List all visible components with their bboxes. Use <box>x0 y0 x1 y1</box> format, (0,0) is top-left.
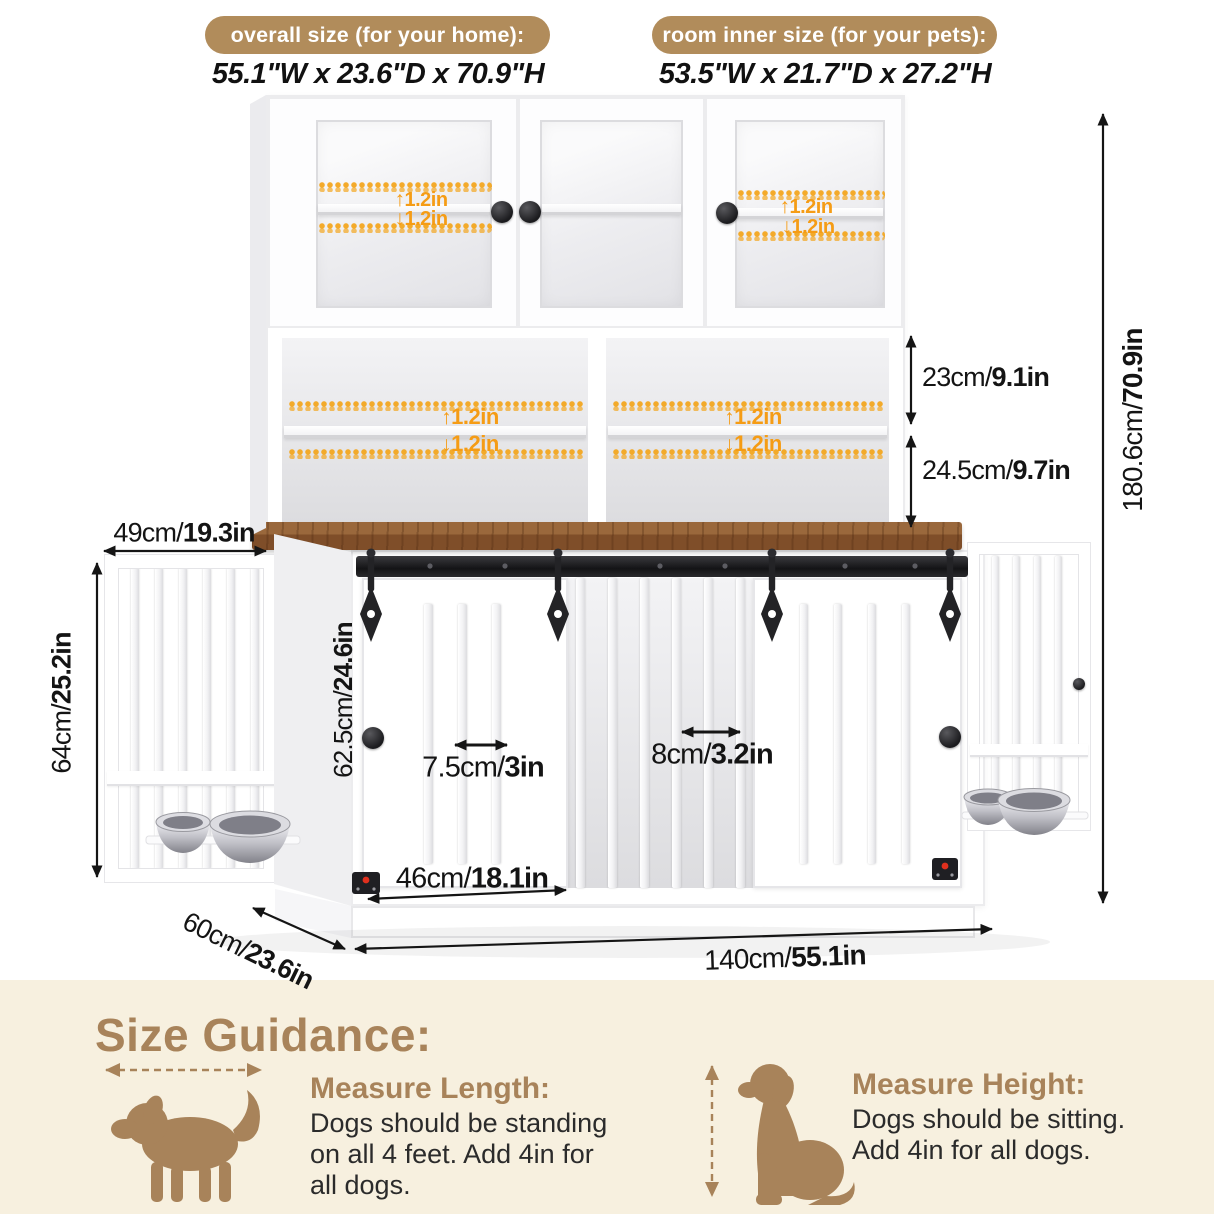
crate-bar <box>834 604 842 864</box>
open-shelf-left-board <box>284 426 586 438</box>
shelf-adjust-down-label: ↓1.2in <box>441 431 499 456</box>
hutch-glass-shelf-center <box>542 204 681 215</box>
base-plinth <box>351 906 975 938</box>
shelf-adjust-dashes <box>612 449 885 459</box>
shelf-adjust-down-label: ↓1.2in <box>394 207 448 230</box>
side-door-bar <box>251 568 259 869</box>
side-door-bar <box>992 556 999 818</box>
shelf-adjust-dashes <box>612 401 885 411</box>
arrow-up-icon: ↑ <box>394 188 405 211</box>
arrow-up-icon: ↑ <box>724 406 735 429</box>
dim-side-door-width: 49cm/19.3in <box>113 517 255 548</box>
sitting-dog-icon <box>738 1064 855 1205</box>
dim-overall-height: 180.6cm/70.9in <box>1117 328 1148 512</box>
shelf-adjust-dashes <box>288 449 584 459</box>
door-knob <box>1073 678 1085 690</box>
dim-lower-shelf-height: 24.5cm/9.7in <box>922 455 1071 485</box>
door-knob <box>716 202 738 224</box>
crate-bar <box>672 578 681 888</box>
dim-overall-width: 140cm/55.1in <box>703 939 867 976</box>
open-shelf-right-board <box>608 426 887 438</box>
crate-bar <box>458 604 467 864</box>
side-door-bar <box>203 568 211 869</box>
side-door-left <box>105 555 277 882</box>
measure-length-heading: Measure Length: <box>310 1072 551 1105</box>
shelf-adjust-down-label: ↓1.2in <box>724 431 782 456</box>
arrow-up-icon: ↑ <box>441 406 452 429</box>
barn-door-rail <box>356 556 968 577</box>
measure-length-text: Dogs should be standing on all 4 feet. A… <box>310 1108 608 1200</box>
crate-bar <box>868 604 876 864</box>
crate-bar <box>576 578 585 888</box>
arrow-down-icon: ↓ <box>394 207 405 230</box>
crate-bar <box>704 578 713 888</box>
hutch-glass-shelf-right <box>737 208 883 219</box>
standing-dog-icon <box>111 1090 260 1202</box>
crate-bar <box>492 604 501 864</box>
side-door-bar <box>1013 556 1020 818</box>
door-knob <box>491 201 513 223</box>
dim-sliding-door-width: 46cm/18.1in <box>395 862 549 895</box>
shelf-adjust-up-label: ↑1.2in <box>394 188 448 211</box>
inner-size-badge-label: room inner size (for your pets): <box>662 22 987 47</box>
crate-bar <box>800 604 808 864</box>
door-knob <box>362 727 384 749</box>
shelf-adjust-up-label: ↑1.2in <box>779 195 833 218</box>
countertop <box>252 522 962 550</box>
overall-size-text: 55.1"W x 23.6"D x 70.9"H <box>211 58 545 90</box>
hutch-glass-shelf-left <box>318 204 490 215</box>
shelf-adjust-dashes <box>318 223 492 233</box>
measure-height-heading: Measure Height: <box>852 1068 1086 1101</box>
dim-upper-shelf-height: 23cm/9.1in <box>922 362 1050 392</box>
arrow-up-icon: ↑ <box>779 195 790 218</box>
size-guidance-title: Size Guidance: <box>95 1009 432 1061</box>
side-door-bar <box>131 568 139 869</box>
dim-bar-gap-divider: 8cm/3.2in <box>651 738 774 771</box>
side-door-left-midrail <box>107 771 275 786</box>
sliding-door-right <box>753 578 962 888</box>
measure-height-text: Dogs should be sitting. Add 4in for all … <box>852 1104 1126 1165</box>
inner-size-badge: room inner size (for your pets): <box>652 16 997 54</box>
crate-bar <box>608 578 617 888</box>
crate-bar <box>424 604 433 864</box>
shelf-adjust-dashes <box>737 190 885 200</box>
door-knob <box>939 726 961 748</box>
dim-crate-opening-height: 62.5cm/24.6in <box>328 622 358 778</box>
crate-bar <box>902 604 910 864</box>
shelf-adjust-down-label: ↓1.2in <box>781 215 835 238</box>
side-door-bar <box>1034 556 1041 818</box>
side-door-bar <box>1055 556 1062 818</box>
shelf-adjust-dashes <box>737 231 885 241</box>
shelf-adjust-dashes <box>288 401 584 411</box>
crate-bar <box>640 578 649 888</box>
side-door-right <box>968 543 1090 830</box>
shelf-adjust-up-label: ↑1.2in <box>441 404 499 429</box>
side-door-right-midrail <box>970 744 1088 757</box>
crate-bar <box>736 578 745 888</box>
arrow-down-icon: ↓ <box>781 215 792 238</box>
shelf-adjust-up-label: ↑1.2in <box>724 404 782 429</box>
side-door-bar <box>155 568 163 869</box>
overall-size-badge: overall size (for your home): <box>205 16 550 54</box>
overall-size-badge-label: overall size (for your home): <box>230 22 525 47</box>
dim-bar-gap-door: 7.5cm/3in <box>422 751 545 784</box>
side-door-bar <box>227 568 235 869</box>
inner-size-text: 53.5"W x 21.7"D x 27.2"H <box>658 58 992 90</box>
shelf-adjust-dashes <box>318 182 492 192</box>
door-knob <box>519 201 541 223</box>
arrow-down-icon: ↓ <box>441 433 452 456</box>
side-door-bar <box>179 568 187 869</box>
dim-side-door-height: 64cm/25.2in <box>46 632 77 774</box>
arrow-down-icon: ↓ <box>724 433 735 456</box>
